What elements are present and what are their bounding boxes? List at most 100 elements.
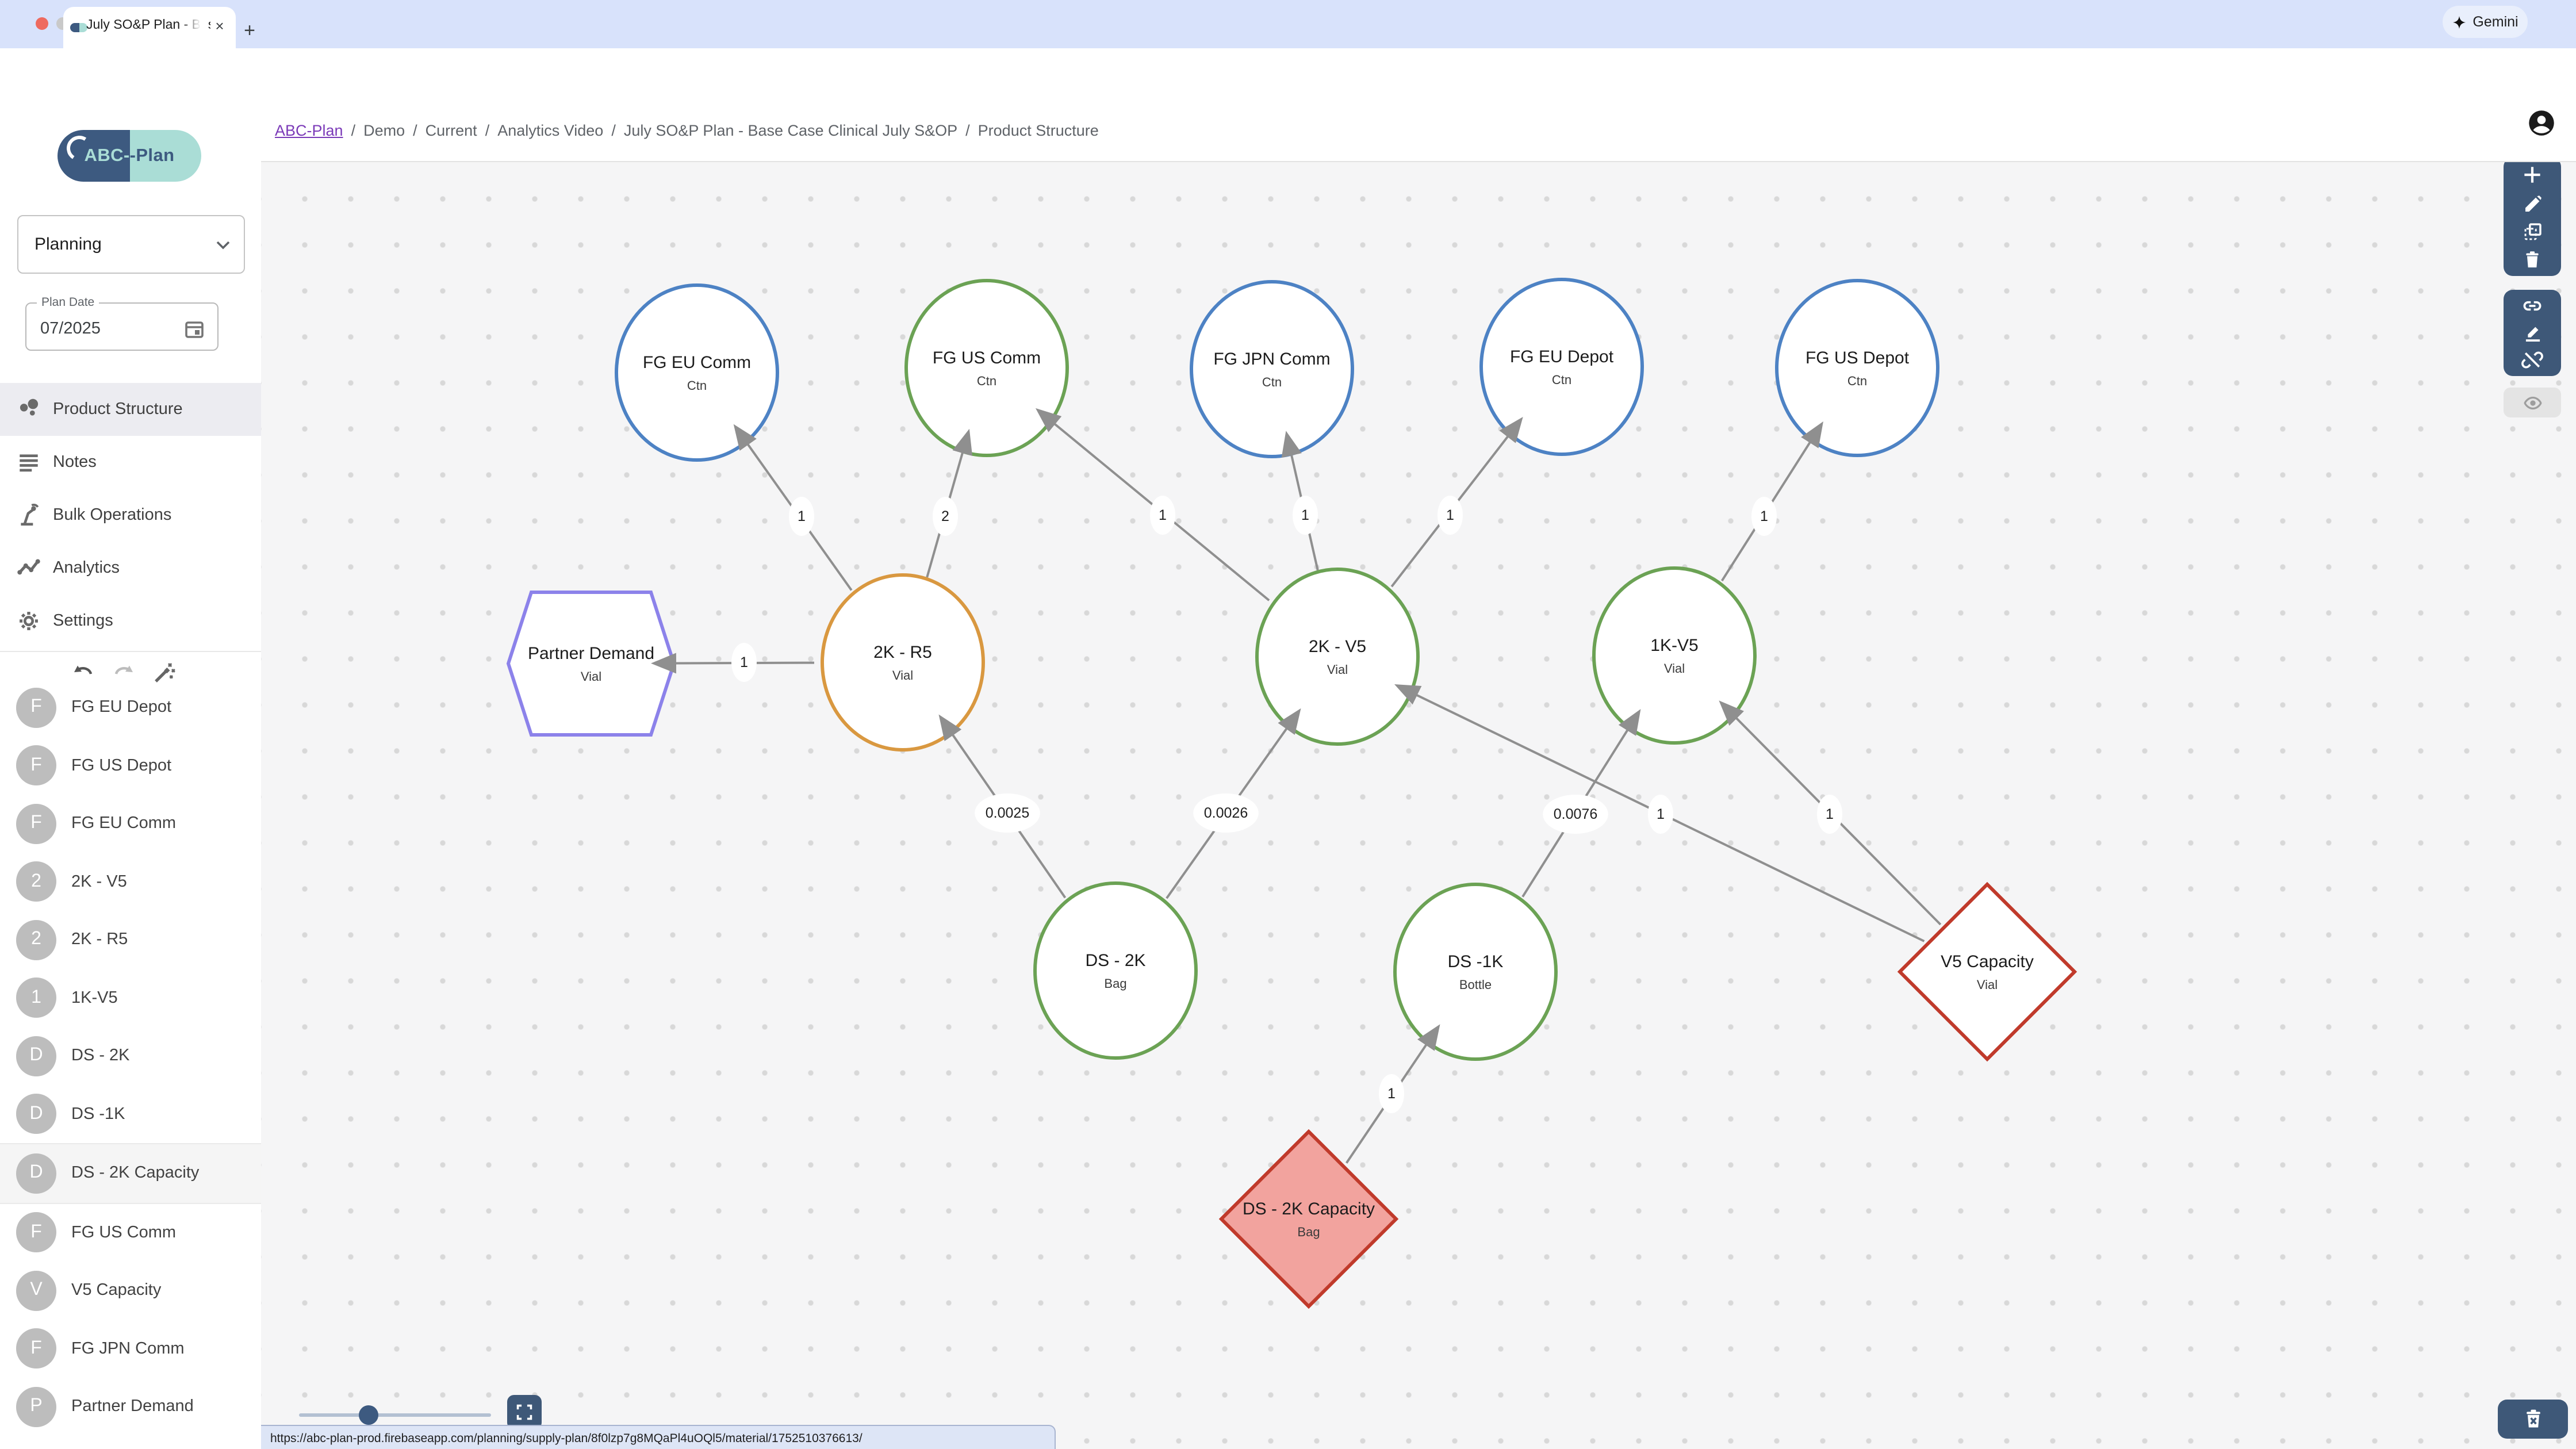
breadcrumb-item[interactable]: ABC-Plan [275,122,343,139]
plan-date-field[interactable]: Plan Date 07/2025 [25,296,218,351]
logo-text-right: -Plan [129,145,175,165]
account-icon[interactable] [2527,108,2556,138]
node-shape-circle[interactable] [904,279,1069,457]
magic-wand-icon[interactable] [152,661,176,685]
material-avatar: V [16,1270,56,1311]
plan-date-value[interactable]: 07/2025 [40,320,101,338]
edge-label[interactable]: 1 [1751,497,1777,536]
edge-label-badge [1379,1074,1404,1113]
link-icon[interactable] [2521,294,2544,317]
sidebar-item-product-structure[interactable]: Product Structure [0,383,261,436]
zoom-slider-thumb[interactable] [359,1405,378,1425]
edge-label[interactable]: 2 [933,497,958,536]
node-shape-circle[interactable] [1592,566,1757,745]
node-shape-hexagon[interactable] [506,591,676,737]
duplicate-icon[interactable] [2521,221,2543,243]
mode-select[interactable]: Planning [17,215,245,274]
node-unit-label: Bag [1104,976,1126,991]
gemini-label: Gemini [2472,14,2518,30]
add-node-icon[interactable] [2521,164,2544,187]
edit-icon[interactable] [2521,193,2543,215]
node-shape-diamond[interactable] [1218,1129,1399,1309]
fit-screen-button[interactable] [507,1395,542,1429]
calendar-icon[interactable] [183,317,206,340]
edge-label-badge [975,793,1040,833]
edge-label[interactable]: 1 [1817,795,1842,834]
delete-icon[interactable] [2522,249,2543,270]
edge-label[interactable]: 1 [1648,795,1673,834]
sidebar-item-label: Notes [53,453,97,471]
gemini-button[interactable]: Gemini [2443,6,2528,38]
node-shape-diamond[interactable] [1897,881,2077,1062]
new-tab-button[interactable]: + [244,20,255,41]
sidebar-item-notes[interactable]: Notes [0,436,261,489]
node-unit-label: Ctn [977,374,996,388]
sidebar-item-settings[interactable]: Settings [0,595,261,647]
tab-close-icon[interactable]: × [215,17,224,34]
undo-icon[interactable] [71,661,95,685]
edge-label[interactable]: 0.0076 [1543,795,1608,834]
material-label: 2K - R5 [71,930,128,949]
node-shape-circle[interactable] [1255,568,1420,746]
edge-label[interactable]: 1 [789,497,814,536]
node-shape-circle[interactable] [1479,278,1644,456]
material-avatar: D [16,1094,56,1134]
edge-label[interactable]: 0.0026 [1193,793,1259,833]
tab-favicon [70,23,87,32]
node-shape-circle[interactable] [821,573,985,752]
node-shape-circle[interactable] [1190,280,1354,458]
edge-label[interactable]: 1 [1293,496,1318,535]
edge-label[interactable]: 1 [1379,1074,1404,1113]
edge-label[interactable]: 1 [731,643,757,682]
browser-tab[interactable]: July SO&P Plan - Base Case C × [63,7,236,48]
material-avatar: F [16,745,56,786]
delete-forever-button[interactable] [2498,1400,2568,1439]
edge-label[interactable]: 0.0025 [975,793,1040,833]
edge-label[interactable]: 1 [1438,496,1463,535]
visibility-icon[interactable] [2521,392,2543,413]
edge-label-badge [731,643,757,682]
redo-icon[interactable] [112,661,136,685]
node-shape-circle[interactable] [1775,279,1939,457]
edit-edge-icon[interactable] [2521,322,2543,344]
unlink-icon[interactable] [2521,348,2544,371]
close-window-button[interactable] [36,17,48,30]
zoom-slider-track[interactable] [299,1413,491,1417]
material-avatar: 2 [16,861,56,902]
node-shape-circle[interactable] [1033,881,1198,1060]
sidebar-item-bulk-operations[interactable]: Bulk Operations [0,489,261,542]
edge-label-badge [1150,496,1175,535]
edge-label[interactable]: 1 [1150,496,1175,535]
node-shape-circle[interactable] [1393,883,1558,1061]
node-shape-circle[interactable] [615,283,779,462]
sidebar-item-analytics[interactable]: Analytics [0,542,261,595]
